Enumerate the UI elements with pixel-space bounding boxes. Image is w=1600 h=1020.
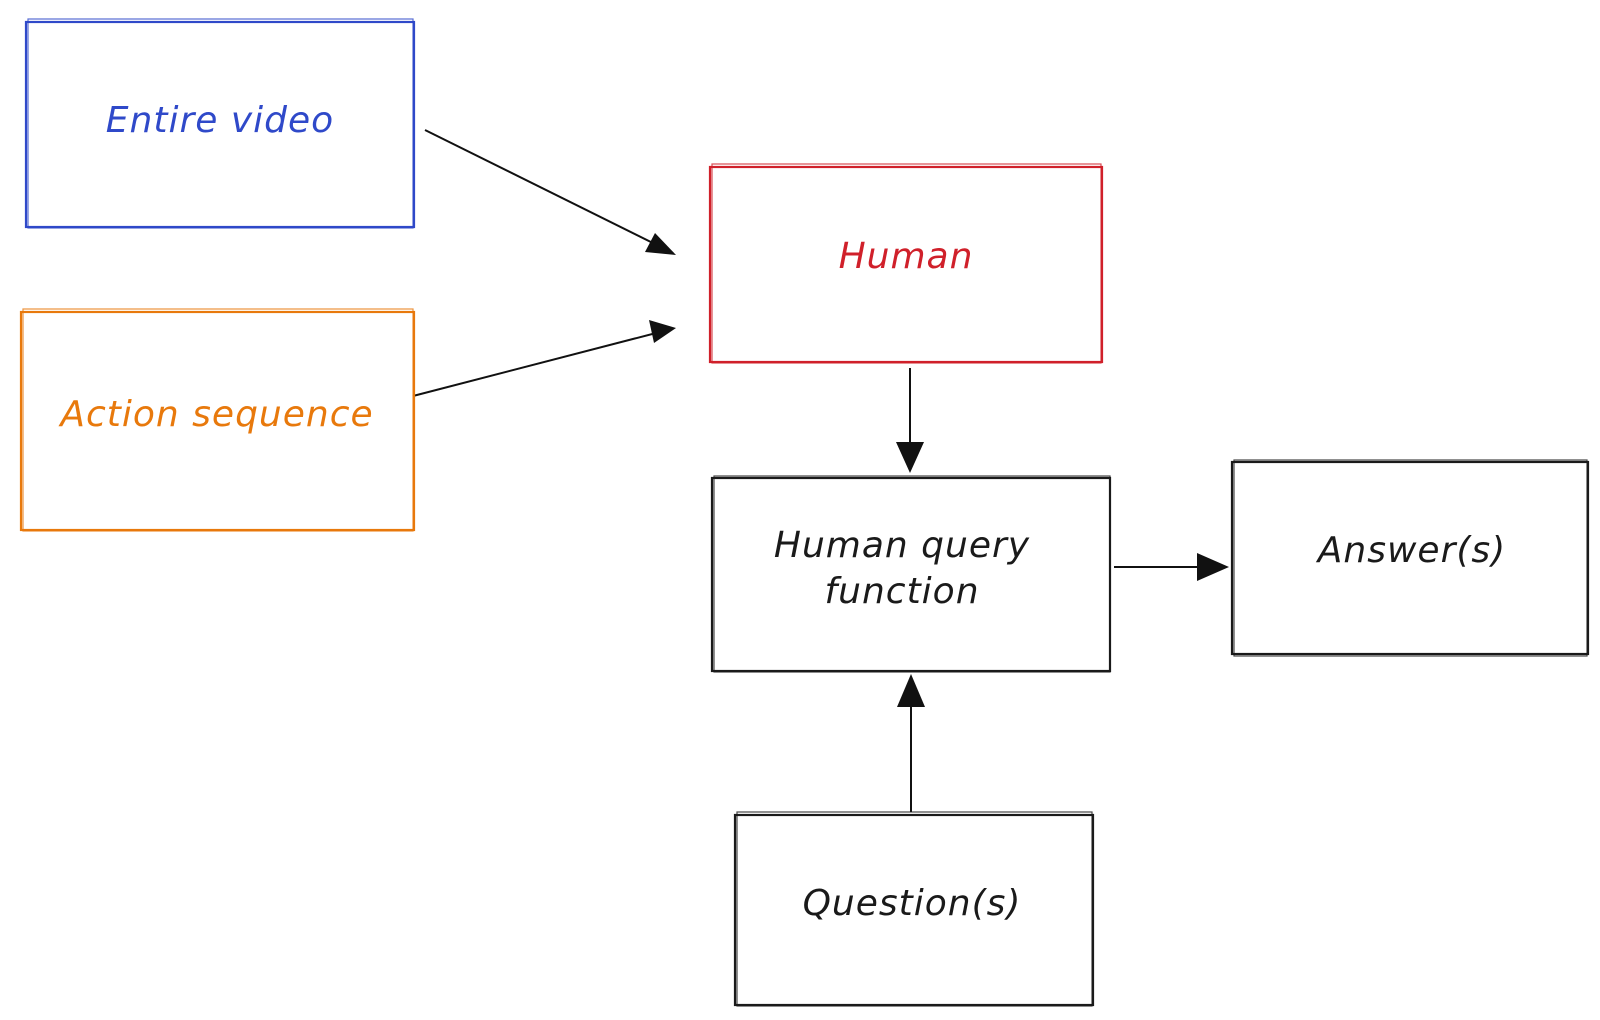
edge-action-sequence-to-human bbox=[412, 331, 661, 397]
arrowhead-icon bbox=[1197, 553, 1229, 581]
node-action-sequence[interactable]: Action sequence bbox=[19, 308, 416, 532]
arrowhead-icon bbox=[645, 233, 676, 255]
node-box-sketch-stroke bbox=[27, 18, 414, 229]
node-label-line: Answer(s) bbox=[1316, 530, 1506, 571]
node-box bbox=[19, 310, 416, 532]
node-label-line: function bbox=[824, 571, 979, 612]
node-questions[interactable]: Question(s) bbox=[733, 811, 1095, 1007]
node-label-line: Question(s) bbox=[803, 883, 1022, 924]
node-box bbox=[1230, 460, 1590, 656]
edge-entire-video-to-human bbox=[424, 129, 674, 254]
node-box-sketch-stroke bbox=[1233, 459, 1588, 657]
node-answers[interactable]: Answer(s) bbox=[1230, 459, 1590, 657]
node-label: Question(s) bbox=[803, 883, 1022, 924]
node-label-line: Entire video bbox=[106, 100, 334, 141]
node-box bbox=[733, 813, 1095, 1007]
arrowhead-icon bbox=[896, 442, 924, 473]
node-human[interactable]: Human bbox=[708, 163, 1104, 364]
node-label: Human query function bbox=[774, 525, 1030, 612]
node-box-sketch-stroke bbox=[736, 811, 1093, 1007]
node-label-line: Action sequence bbox=[58, 394, 373, 435]
node-entire-video[interactable]: Entire video bbox=[24, 18, 416, 229]
node-label: Entire video bbox=[106, 100, 334, 141]
arrowhead-icon bbox=[897, 674, 925, 707]
node-box-sketch-stroke bbox=[22, 308, 414, 532]
node-box-sketch-stroke bbox=[713, 475, 1111, 673]
node-box-sketch-stroke bbox=[711, 163, 1102, 364]
node-label: Answer(s) bbox=[1316, 530, 1506, 571]
arrowhead-icon bbox=[649, 320, 676, 343]
node-label-line: Human bbox=[839, 236, 974, 277]
edges bbox=[412, 129, 1229, 812]
node-box bbox=[708, 165, 1104, 364]
node-human-query-function[interactable]: Human query function bbox=[710, 475, 1112, 673]
node-box bbox=[24, 20, 416, 229]
node-label: Human bbox=[839, 236, 974, 277]
node-label: Action sequence bbox=[58, 394, 373, 435]
node-label-line: Human query bbox=[774, 525, 1030, 566]
